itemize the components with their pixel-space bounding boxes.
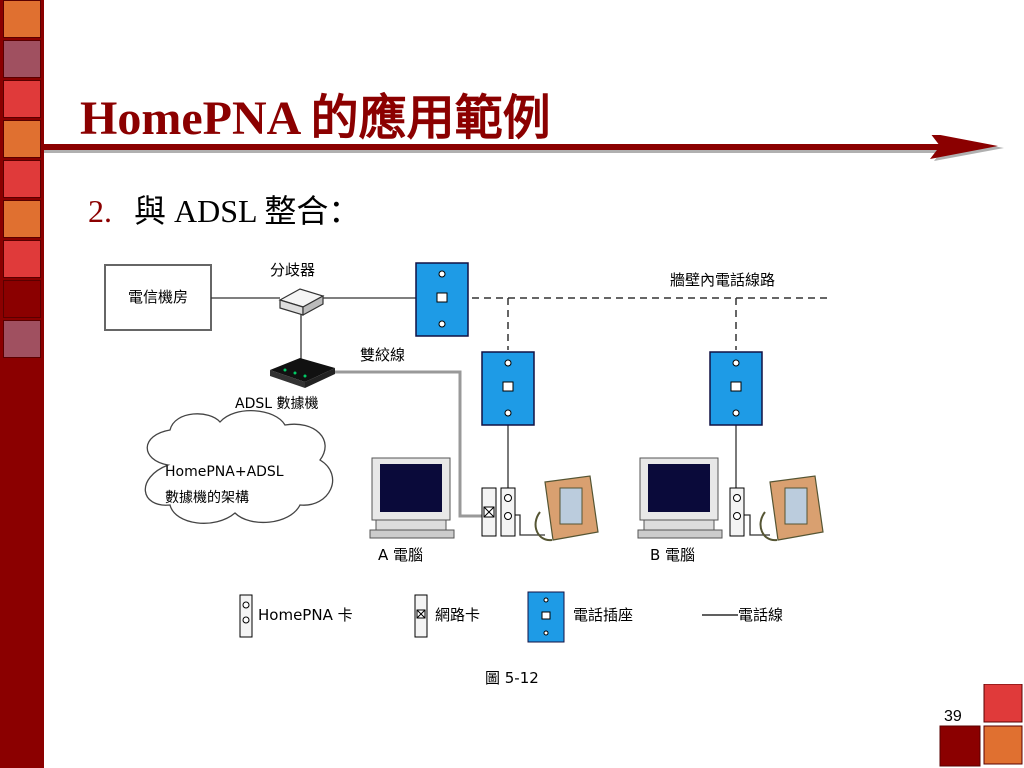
decor-square [3, 200, 41, 238]
computer-b-label: B 電腦 [650, 546, 695, 564]
bullet-item: 2. 與 ADSL 整合： [88, 186, 360, 232]
decor-square [3, 120, 41, 158]
decor-square [3, 0, 41, 38]
page-number: 39 [944, 708, 962, 725]
decor-square [3, 280, 41, 318]
telecom-room-box [104, 264, 212, 331]
decor-square [3, 40, 41, 78]
decor-square [3, 160, 41, 198]
splitter-icon [278, 288, 325, 317]
phone-jack [709, 351, 763, 426]
legend-phone-line-label: 電話線 [738, 606, 783, 624]
homepna-card-icon [729, 487, 745, 537]
adsl-modem-icon [270, 358, 335, 388]
in-wall-line-label: 牆壁內電話線路 [670, 271, 775, 289]
twisted-pair-label: 雙絞線 [360, 346, 405, 364]
cloud-shape [144, 410, 334, 524]
legend-network-card-icon [414, 594, 428, 638]
legend-homepna-label: HomePNA 卡 [258, 606, 353, 624]
telephone-icon [759, 475, 824, 542]
legend-phone-jack-icon [527, 591, 565, 643]
adsl-modem-label: ADSL 數據機 [235, 396, 319, 412]
legend-phone-jack-label: 電話插座 [573, 606, 633, 624]
computer-a-icon [369, 457, 455, 539]
bullet-text: 與 ADSL 整合： [134, 193, 361, 229]
telecom-room-label: 電信機房 [128, 288, 188, 306]
phone-jack [481, 351, 535, 426]
corner-decor [939, 684, 1023, 767]
legend: HomePNA 卡 網路卡 電話插座 電話線 [239, 591, 783, 643]
homepna-card-icon [500, 487, 516, 537]
splitter-label: 分歧器 [270, 261, 315, 279]
network-diagram: 電信機房 分歧器 牆壁內電話線路 [104, 261, 830, 687]
bullet-number: 2. [88, 193, 112, 229]
legend-network-card-label: 網路卡 [435, 606, 480, 624]
decor-square [3, 320, 41, 358]
decor-square [3, 80, 41, 118]
legend-homepna-card-icon [239, 594, 253, 638]
decor-square [3, 240, 41, 278]
title-arrow [44, 135, 1004, 161]
page-title: HomePNA 的應用範例 [80, 92, 551, 145]
network-card-icon [481, 487, 497, 537]
cloud-label-line2: 數據機的架構 [165, 490, 249, 506]
cloud-label-line1: HomePNA+ADSL [165, 464, 284, 480]
figure-caption: 圖 5-12 [485, 669, 539, 687]
computer-b-icon [637, 457, 723, 539]
computer-a-label: A 電腦 [378, 546, 423, 564]
main-phone-jack [415, 262, 469, 337]
telephone-icon [534, 475, 599, 542]
